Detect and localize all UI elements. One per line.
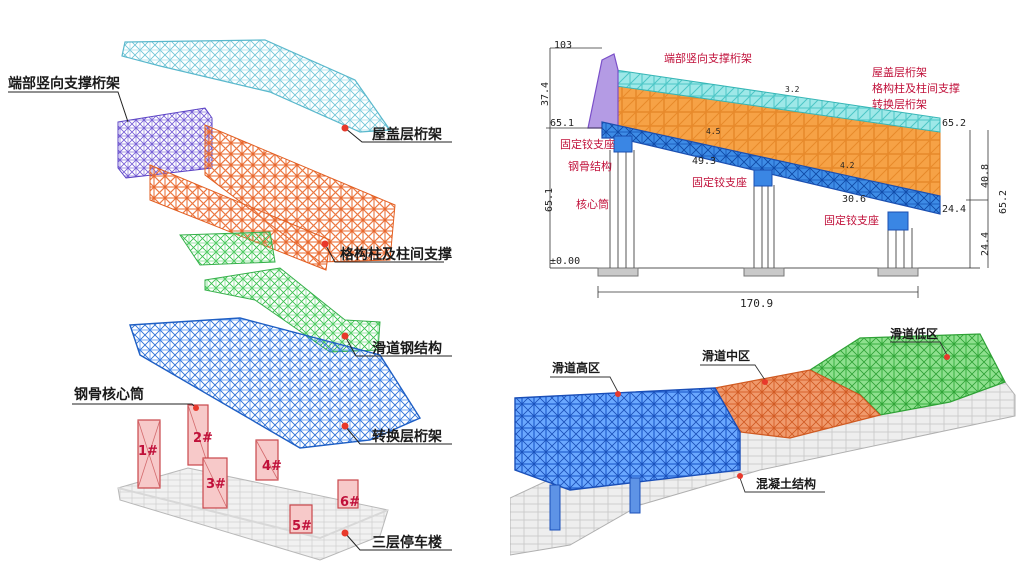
dim-left-height: 37.4 [540, 82, 551, 106]
parking-garage-shape [117, 467, 389, 561]
zone-label-mid: 滑道中区 [702, 348, 750, 363]
transfer-truss-shape [129, 317, 422, 449]
dim-right-h2: 24.4 [980, 232, 991, 256]
core-tube-3 [202, 457, 228, 509]
core-tube-1 [137, 419, 161, 489]
zone-label-concrete: 混凝土结构 [756, 476, 816, 491]
label-lattice-column: 格构柱及柱间支撑 [340, 246, 452, 263]
dim-small-a: 3.2 [785, 85, 800, 94]
zone-label-low: 滑道低区 [890, 326, 938, 341]
callout-dots [193, 124, 349, 537]
zone-supports [549, 477, 641, 531]
core-label-1: 1# [138, 444, 158, 459]
label-slide-steel: 滑道钢结构 [372, 340, 442, 357]
sec-label-core-tube: 核心筒 [576, 197, 609, 211]
label-steel-core: 钢骨核心筒 [74, 386, 144, 403]
dim-right-full: 65.2 [998, 190, 1009, 214]
bearing-mid [753, 169, 773, 187]
core-tube-6 [337, 479, 359, 509]
zone-label-high: 滑道高区 [552, 360, 600, 375]
dim-right-top: 65.2 [942, 118, 966, 129]
dim-ground: ±0.00 [550, 256, 580, 267]
lattice-column-shape [149, 124, 396, 271]
sec-label-roof-truss: 屋盖层桁架 [872, 65, 927, 79]
footing-right [877, 267, 919, 277]
dim-right-level: 24.4 [942, 204, 966, 215]
end-bracing-shape [117, 107, 213, 179]
label-roof-truss: 屋盖层桁架 [372, 126, 442, 143]
label-transfer-truss: 转换层桁架 [372, 428, 442, 445]
dim-width: 170.9 [740, 297, 773, 310]
sec-label-bearing-1: 固定铰支座 [560, 137, 615, 151]
exploded-structure-diagram: 1# 2# 3# 4# 5# 6# 端部竖向支撑桁架 屋盖层桁架 格构柱及柱间支… [8, 39, 452, 561]
bearing-left [613, 135, 633, 153]
roof-truss-shape [121, 39, 392, 133]
core-tube-5 [289, 504, 313, 534]
core-label-4: 4# [262, 459, 282, 474]
core-label-6: 6# [340, 495, 360, 510]
core-label-3: 3# [206, 477, 226, 492]
dim-small-b: 4.5 [706, 127, 721, 136]
sec-label-bearing-3: 固定铰支座 [824, 213, 879, 227]
sec-label-transfer-truss: 转换层桁架 [872, 97, 927, 111]
label-end-bracing: 端部竖向支撑桁架 [8, 75, 120, 92]
footing-mid [743, 267, 785, 277]
core-tube-4 [255, 439, 279, 481]
slide-steel-shape [179, 231, 381, 353]
dim-top-left: 103 [554, 40, 572, 51]
core-label-5: 5# [292, 519, 312, 534]
sec-label-steel-structure: 钢骨结构 [568, 159, 612, 173]
end-bracing-section [587, 53, 619, 129]
dim-mid-b: 30.6 [842, 194, 866, 205]
zone-3d-diagram: 滑道高区 滑道中区 滑道低区 混凝土结构 [510, 326, 1016, 556]
label-parking: 三层停车楼 [372, 534, 442, 551]
zone-callout-dots [615, 354, 950, 479]
footing-left [597, 267, 639, 277]
dim-mid-a: 49.3 [692, 156, 716, 167]
dim-small-c: 4.2 [840, 161, 855, 170]
sec-label-bearing-2: 固定铰支座 [692, 175, 747, 189]
zone-callout-lines [550, 341, 948, 493]
dim-right-h1: 40.8 [980, 164, 991, 188]
transfer-truss-section [601, 121, 941, 215]
dim-left-full: 65.1 [544, 188, 555, 212]
bearing-right [887, 211, 909, 231]
dimension-lines [546, 47, 989, 298]
core-columns [609, 150, 913, 268]
section-drawing: 103 37.4 65.1 65.1 ±0.00 49.3 30.6 24.4 … [540, 40, 1009, 310]
sec-label-end-bracing: 端部竖向支撑桁架 [664, 51, 752, 65]
zone-high-shape [514, 387, 741, 491]
core-tube-2 [187, 404, 209, 466]
core-label-2: 2# [193, 431, 213, 446]
sec-label-lattice-column: 格构柱及柱间支撑 [872, 81, 960, 95]
dim-left-level: 65.1 [550, 118, 574, 129]
